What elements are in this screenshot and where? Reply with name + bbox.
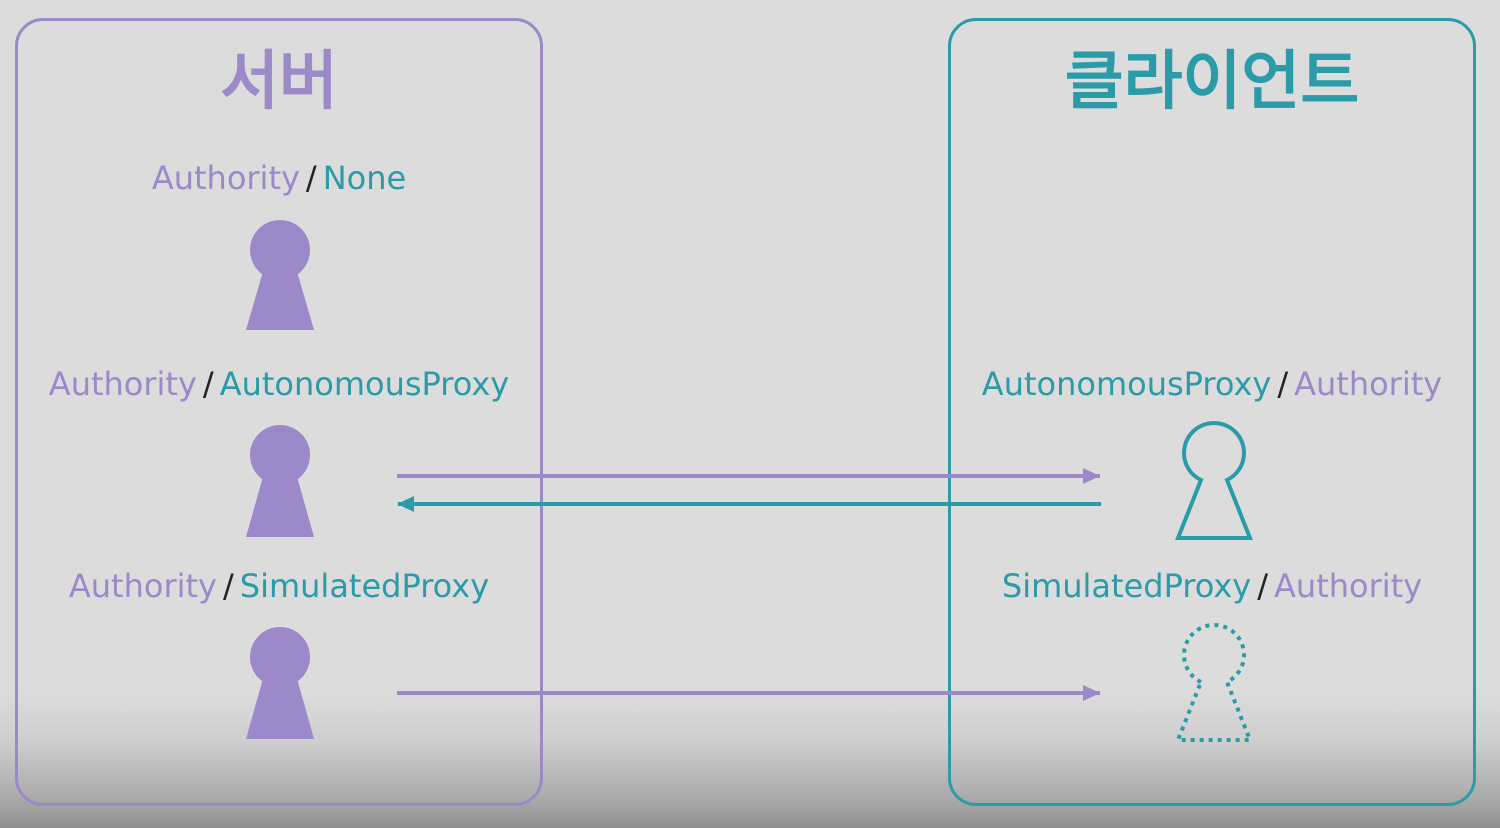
remote-role: None [322,159,407,197]
remote-role: AutonomousProxy [219,365,510,403]
local-role: Authority [151,159,300,197]
remote-role: Authority [1274,567,1423,605]
server-title: 서버 [220,45,338,119]
remote-role: SimulatedProxy [239,567,490,605]
server-role-label-3: Authority/SimulatedProxy [15,570,543,602]
server-panel [15,18,543,806]
client-title: 클라이언트 [1064,45,1360,119]
local-role: Authority [68,567,217,605]
remote-role: Authority [1294,365,1443,403]
role-separator: / [202,365,214,403]
server-role-label-2: Authority/AutonomousProxy [15,368,543,400]
client-role-label-1: AutonomousProxy/Authority [948,368,1476,400]
client-panel [948,18,1476,806]
role-separator: / [305,159,317,197]
local-role: Authority [48,365,197,403]
role-separator: / [1257,567,1269,605]
client-role-label-2: SimulatedProxy/Authority [948,570,1476,602]
role-separator: / [1277,365,1289,403]
role-separator: / [222,567,234,605]
local-role: AutonomousProxy [981,365,1272,403]
local-role: SimulatedProxy [1001,567,1252,605]
server-role-label-1: Authority/None [15,162,543,194]
